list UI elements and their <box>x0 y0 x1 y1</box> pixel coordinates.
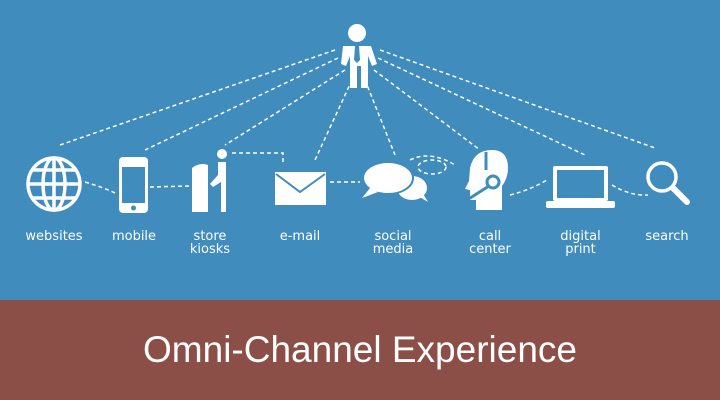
channel-label-websites: websites <box>25 229 83 244</box>
smartphone-icon <box>119 157 148 213</box>
envelope-icon <box>275 172 326 205</box>
laptop-icon <box>546 166 615 208</box>
magnifier-icon <box>646 161 690 205</box>
channel-label-mobile: mobile <box>111 229 157 244</box>
channel-label-email: e-mail <box>279 229 321 244</box>
channel-label-digital-print: digital print <box>560 229 601 257</box>
channel-label-call-center: call center <box>469 229 511 257</box>
diagram-area: websites mobile store kiosks e-mail soci… <box>0 0 720 300</box>
kiosk-icon <box>192 149 227 212</box>
globe-icon <box>26 156 82 212</box>
channel-label-search: search <box>645 229 689 244</box>
diagram-svg <box>26 24 690 213</box>
connector-lines <box>59 49 656 196</box>
chat-bubbles-icon <box>362 161 428 202</box>
headset-icon <box>465 150 508 210</box>
title-band: Omni-Channel Experience <box>0 300 720 400</box>
channel-label-store-kiosks: store kiosks <box>189 229 231 257</box>
page-title: Omni-Channel Experience <box>143 329 577 370</box>
channel-label-social-media: social media <box>372 229 414 257</box>
businessman-icon <box>341 24 377 88</box>
